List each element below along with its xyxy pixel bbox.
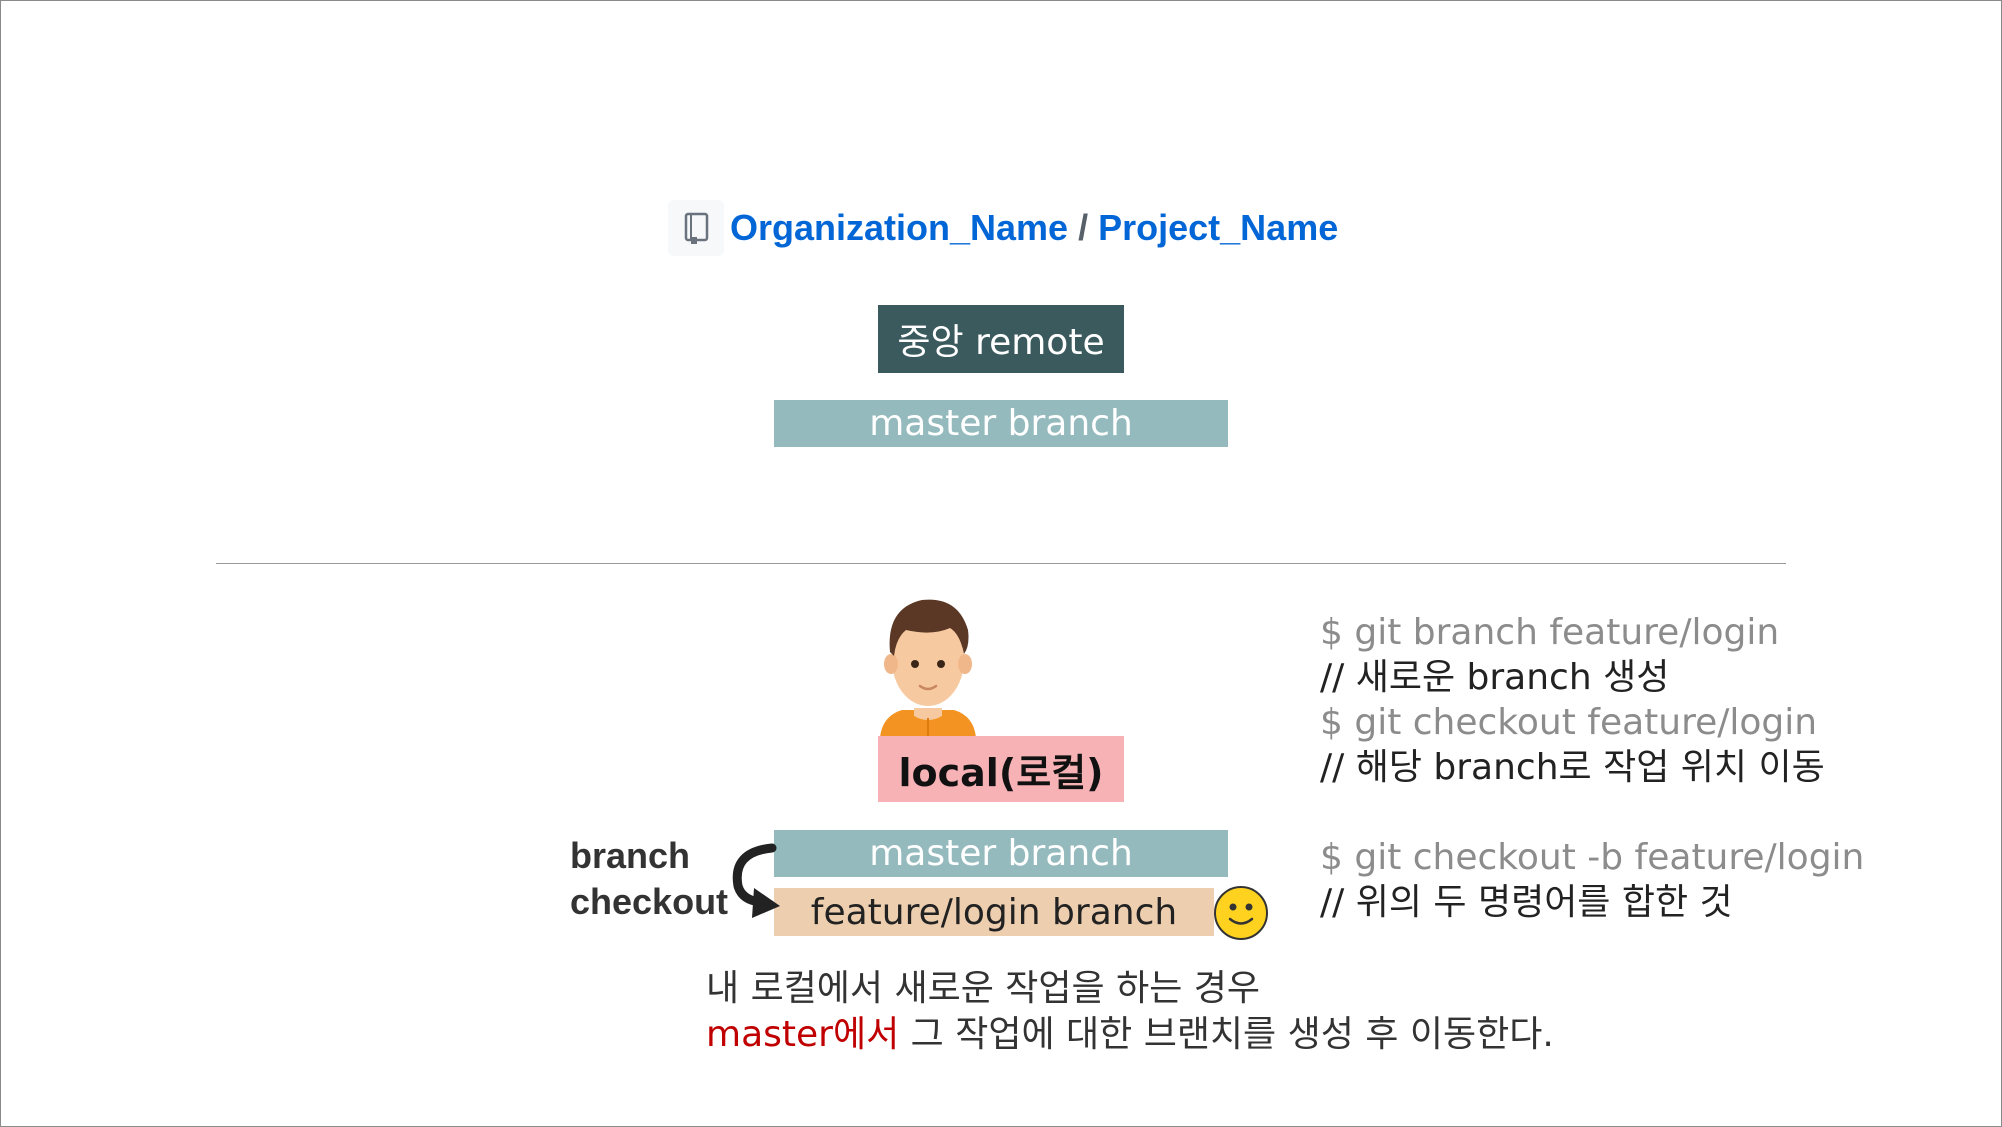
description-line2: master에서 그 작업에 대한 브랜치를 생성 후 이동한다. [706,1012,1554,1058]
description-rest: 그 작업에 대한 브랜치를 생성 후 이동한다. [899,1014,1554,1055]
comment-create-branch: // 새로운 branch 생성 [1320,657,1670,698]
command-git-checkout: $ git checkout feature/login [1320,702,1818,743]
command-git-branch: $ git branch feature/login [1320,612,1780,653]
developer-avatar-icon [880,599,976,738]
branch-checkout-label: branch checkout [570,833,728,925]
project-link[interactable]: Project_Name [1098,207,1339,248]
remote-master-branch: master branch [774,400,1228,447]
section-divider [216,563,1786,564]
repo-book-icon [668,200,724,256]
organization-link[interactable]: Organization_Name [730,207,1069,248]
checkout-label-line2: checkout [570,881,729,922]
checkout-arrow-icon [732,843,780,918]
local-master-branch: master branch [774,830,1228,877]
description-highlight: master에서 [706,1014,900,1055]
checkout-label-line1: branch [570,835,691,876]
repo-separator: / [1078,207,1089,248]
remote-box: 중앙 remote [878,305,1124,373]
feature-login-branch: feature/login branch [774,888,1214,936]
comment-combined: // 위의 두 명령어를 합한 것 [1320,882,1733,923]
repo-header: Organization_Name / Project_Name [668,200,1338,256]
comment-move-branch: // 해당 branch로 작업 위치 이동 [1320,747,1825,788]
command-git-checkout-b: $ git checkout -b feature/login [1320,837,1865,878]
local-box: local(로컬) [878,736,1124,802]
smiley-icon [1214,886,1268,940]
description-line1: 내 로컬에서 새로운 작업을 하는 경우 [706,968,1261,1009]
